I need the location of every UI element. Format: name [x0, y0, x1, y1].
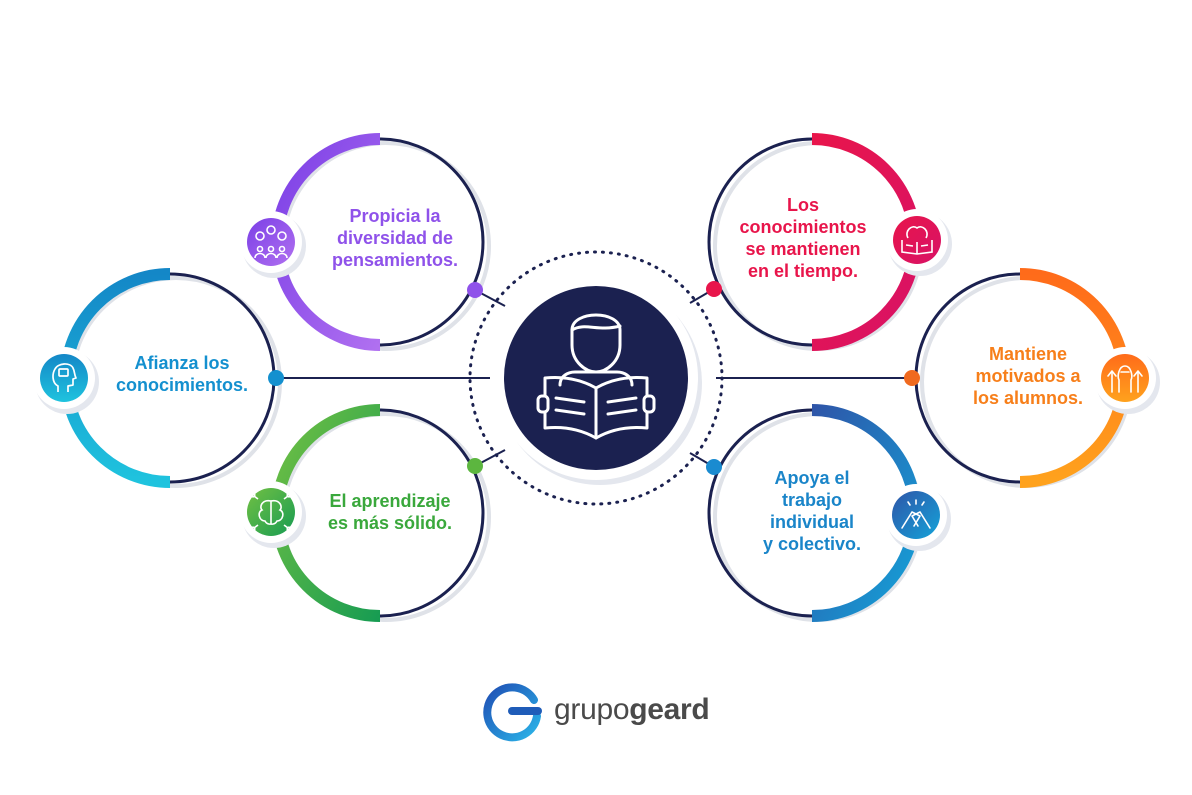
dot-conocimientos — [706, 281, 722, 297]
dot-afianza — [268, 370, 284, 386]
node-label-apoya: Apoya el trabajo individual y colectivo. — [762, 468, 862, 554]
brand-logo: grupogeard — [546, 682, 710, 738]
brand-wordmark: grupogeard — [554, 693, 710, 727]
student-reading-icon — [536, 313, 656, 440]
dot-apoya — [706, 459, 722, 475]
badge-mantiene — [1094, 347, 1160, 414]
raised-fist-arrows-icon — [1107, 365, 1143, 393]
group-ideas-icon — [254, 225, 288, 259]
brand-wordmark-light: grupo — [554, 693, 630, 726]
badge-aprendizaje — [240, 481, 306, 548]
dot-mantiene — [904, 370, 920, 386]
node-label-propicia: Propicia la diversidad de pensamientos. — [331, 206, 459, 270]
brand-wordmark-bold: geard — [629, 693, 710, 726]
geard-g-logo-icon — [483, 683, 542, 742]
badge-afianza — [33, 347, 99, 414]
head-profile-icon — [52, 363, 77, 392]
node-label-conocimientos: Los conocimientos se mantienen en el tie… — [739, 195, 867, 281]
badge-propicia — [240, 211, 306, 278]
dot-aprendizaje — [467, 458, 483, 474]
center-hub — [468, 250, 724, 506]
node-label-afianza: Afianza los conocimientos. — [115, 353, 249, 395]
handshake-icon — [901, 499, 931, 529]
node-label-mantiene: Mantiene motivados a los alumnos. — [972, 344, 1084, 408]
node-label-aprendizaje: El aprendizaje es más sólido. — [327, 491, 453, 533]
connector-dots — [268, 281, 920, 475]
badge-apoya — [885, 484, 951, 551]
badge-conocimientos — [886, 209, 952, 276]
brain-network-icon — [250, 492, 292, 532]
dot-propicia — [467, 282, 483, 298]
brain-book-icon — [901, 226, 933, 255]
